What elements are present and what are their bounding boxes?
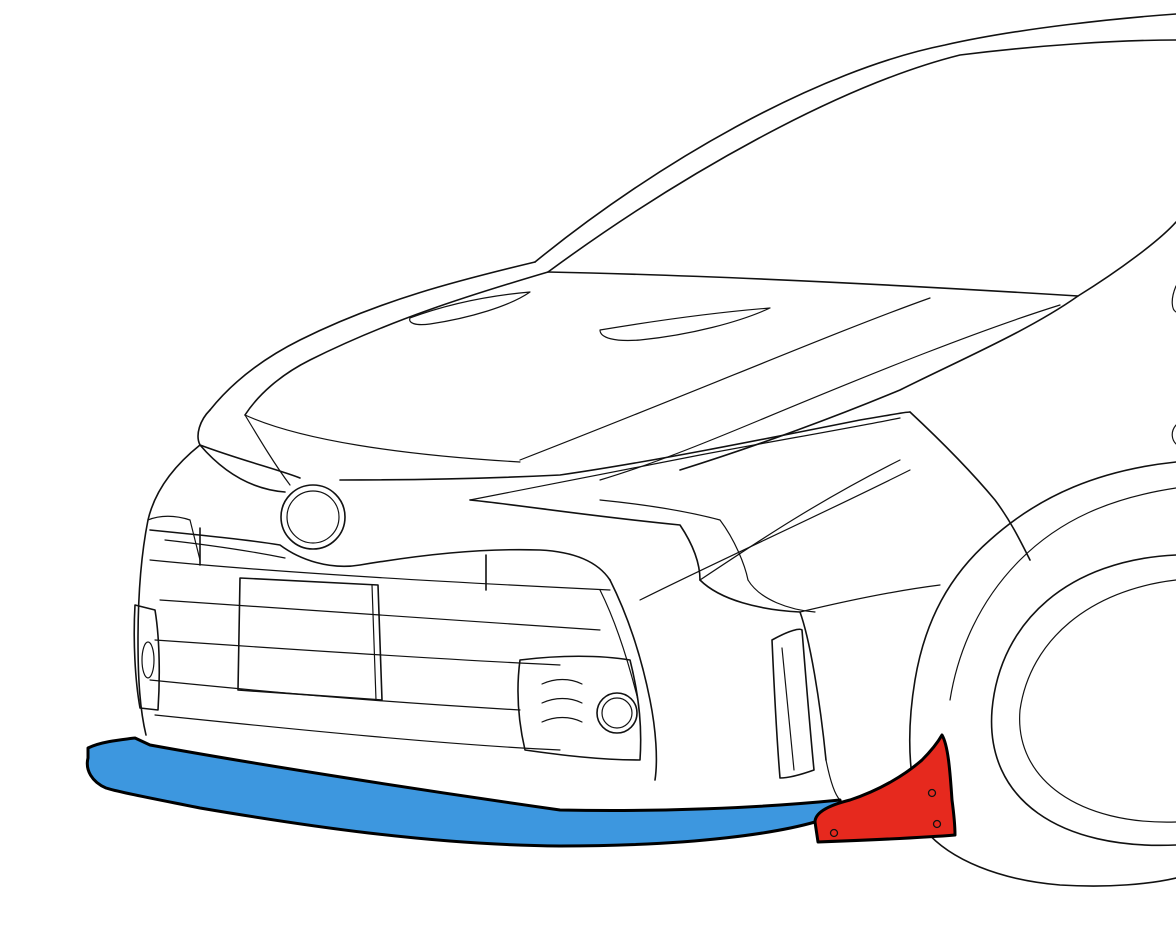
canard-bolt-hole (829, 828, 839, 838)
grille-emblem (280, 484, 346, 550)
front-bumper (137, 411, 1031, 801)
right-bumper-vent (771, 628, 815, 779)
canard-bolt-hole (927, 788, 937, 798)
fog-light-housing (517, 655, 642, 761)
canard-bolt-hole (932, 819, 942, 829)
headlight-area (199, 411, 911, 601)
roof-and-windshield (534, 13, 1176, 445)
license-plate (237, 577, 383, 701)
front-lip-spoiler-part (85, 736, 842, 848)
wheel-and-tire (909, 461, 1176, 887)
hood (197, 261, 1079, 493)
left-bumper-vent (133, 604, 161, 711)
side-canard-part (813, 733, 957, 844)
